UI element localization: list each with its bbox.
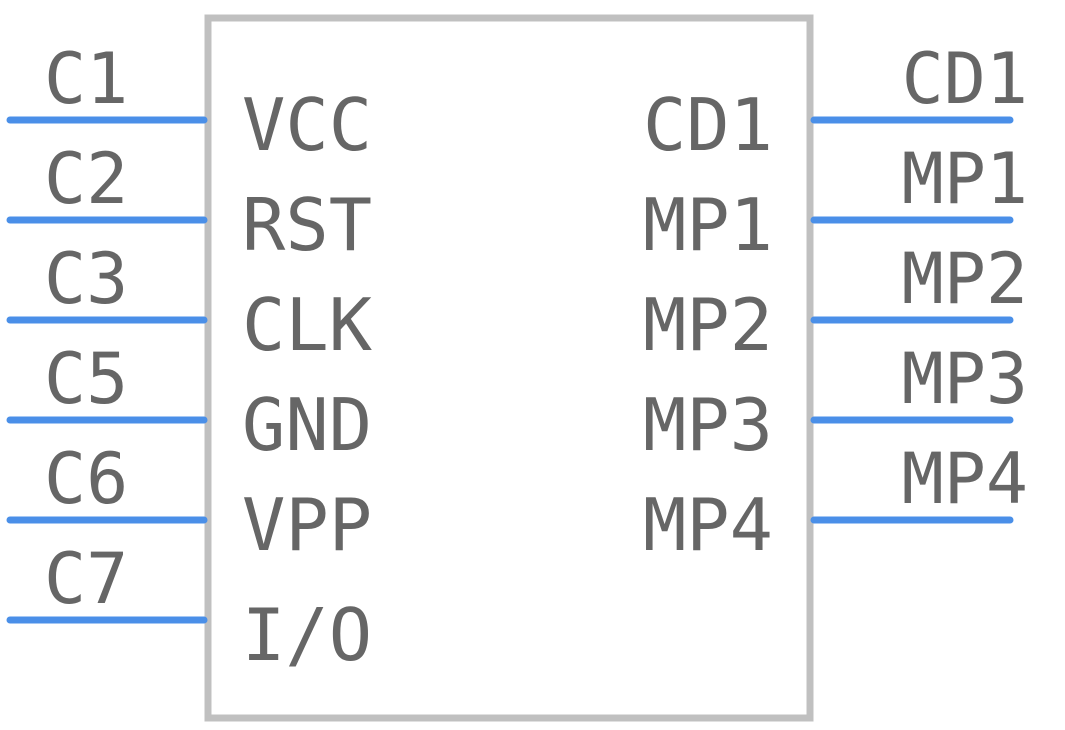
- pin-name-label: MP3: [643, 383, 773, 467]
- pin-name-label: I/O: [242, 593, 372, 677]
- pin-name-label: MP1: [643, 183, 773, 267]
- pin-name-label: GND: [242, 383, 372, 467]
- pin-number-label: C2: [44, 138, 128, 220]
- pin-number-label: MP4: [902, 438, 1028, 520]
- pin-name-label: MP4: [643, 483, 773, 567]
- pin-number-label: C3: [44, 238, 128, 320]
- pin-number-label: MP3: [902, 338, 1028, 420]
- pin-number-label: C5: [44, 338, 128, 420]
- pin-number-label: C6: [44, 438, 128, 520]
- pin-name-label: VCC: [242, 83, 372, 167]
- pin-number-label: MP1: [902, 138, 1028, 220]
- component-body: [204, 14, 814, 722]
- pin-number-label: CD1: [902, 38, 1028, 120]
- pin-name-label: MP2: [643, 283, 773, 367]
- pin-name-label: RST: [242, 183, 372, 267]
- pin-number-label: C7: [44, 538, 128, 620]
- pin-name-label: VPP: [242, 483, 372, 567]
- pin-number-label: MP2: [902, 238, 1028, 320]
- pin-number-label: C1: [44, 38, 128, 120]
- pin-name-label: CD1: [643, 83, 773, 167]
- pin-name-label: CLK: [242, 283, 373, 367]
